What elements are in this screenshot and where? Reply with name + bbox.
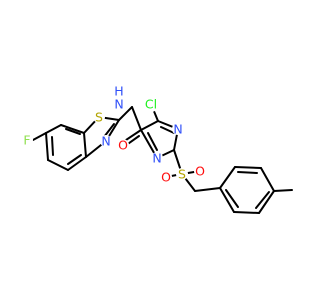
atom-O-sulfonyl-left: O	[161, 170, 171, 185]
atom-N-pyrimidine-bottom: N	[152, 151, 161, 166]
atom-label-layer: F S N N H Cl N N O S O O	[21, 84, 206, 185]
molecule-structure: F S N N H Cl N N O S O O	[21, 83, 293, 214]
atom-F: F	[23, 133, 30, 148]
atom-S-sulfonyl: S	[178, 167, 186, 182]
atom-N-thiazole: N	[101, 134, 110, 149]
atom-S-thiazole: S	[95, 110, 103, 125]
atom-N-pyrimidine-top: N	[173, 122, 182, 137]
atom-H: H	[114, 84, 123, 99]
atom-Cl: Cl	[145, 97, 157, 112]
atom-O-sulfonyl-right: O	[195, 164, 205, 179]
atom-O-amide: O	[118, 138, 128, 153]
atom-NH: N	[114, 97, 123, 112]
